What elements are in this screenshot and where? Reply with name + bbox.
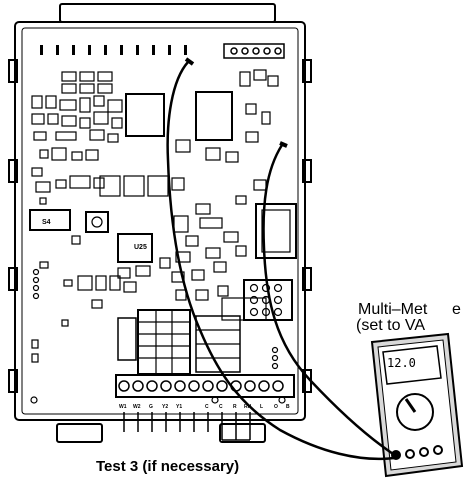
chip-label: U25 [134, 244, 147, 251]
terminal-label: Y2 [162, 404, 169, 410]
multimeter-name: Multi–Met [358, 301, 428, 318]
test-leads [166, 57, 397, 461]
board-components [29, 69, 297, 404]
switch-label: S4 [42, 219, 51, 226]
multimeter-setting: (set to VA [356, 317, 426, 334]
terminal-label: C [219, 404, 223, 410]
terminal-label: B [286, 404, 290, 410]
terminal-label: Y1 [176, 404, 183, 410]
top-pins [40, 45, 187, 55]
board-outline [8, 3, 312, 443]
terminal-label: L [260, 404, 264, 410]
terminal-label: R [233, 404, 237, 410]
terminal-label: W2 [133, 404, 141, 410]
terminal-label: O [274, 404, 278, 410]
terminal-label: G [149, 404, 153, 410]
terminal-strip [115, 374, 295, 441]
terminal-label: C [205, 404, 209, 410]
meter-display: 12.0 [387, 356, 416, 370]
terminal-label: RH [244, 404, 252, 410]
multimeter-extra-text: e [452, 301, 461, 318]
top-right-connector [223, 43, 285, 59]
terminal-label: W1 [119, 404, 127, 410]
figure-caption: Test 3 (if necessary) [96, 458, 240, 475]
multimeter [370, 332, 464, 478]
